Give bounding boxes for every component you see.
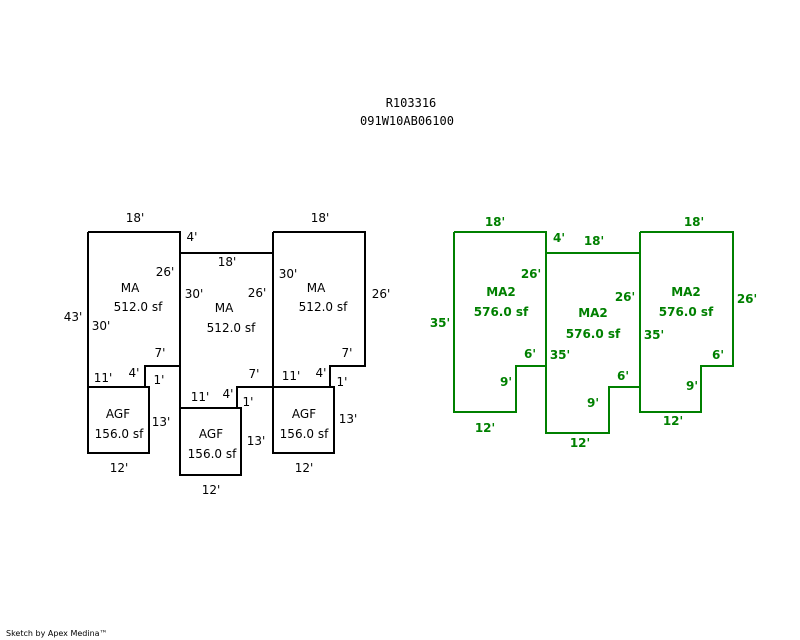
left-unit3-step-top-dim: 7': [342, 346, 353, 360]
right-unit2-ma2-area: 576.0 sf: [566, 327, 621, 341]
left-unit2-offset-dim: 4': [187, 230, 198, 244]
left-unit2-right-dim: 26': [248, 286, 267, 300]
left-unit3-ma-label: MA: [307, 281, 326, 295]
right-unit1-bottom-dim: 12': [475, 421, 495, 435]
right-unit2-offset-dim: 4': [553, 231, 565, 245]
right-unit3-left-dim: 35': [644, 328, 664, 342]
left-unit1-agf-outline: [87, 386, 150, 454]
left-unit3-left-dim: 30': [279, 267, 298, 281]
left-unit2-ma-label: MA: [215, 301, 234, 315]
left-unit2-agf-outline: [179, 407, 242, 476]
right-unit1-left-dim: 35': [430, 316, 450, 330]
left-unit3-garage-right-dim: 13': [339, 412, 358, 426]
right-unit2-step-top-dim: 6': [617, 369, 629, 383]
right-unit1-right-dim: 26': [521, 267, 541, 281]
right-unit1-ma2-area: 576.0 sf: [474, 305, 529, 319]
left-unit1-right-dim: 26': [156, 265, 175, 279]
left-unit3-step-side-dim: 4': [316, 366, 327, 380]
left-unit3-garage-top-dim: 11': [282, 369, 301, 383]
left-unit2-step-side-dim: 4': [223, 387, 234, 401]
parcel-id: R103316: [386, 96, 437, 110]
right-unit3-right-dim: 26': [737, 292, 757, 306]
left-unit3-step-small-dim: 1': [337, 375, 348, 389]
left-unit2-garage-right-dim: 13': [247, 434, 266, 448]
right-unit3-bottom-dim: 12': [663, 414, 683, 428]
left-unit2-ma-area: 512.0 sf: [207, 321, 256, 335]
left-unit3-top-dim: 18': [311, 211, 330, 225]
left-unit2-agf-label: AGF: [199, 427, 223, 441]
right-unit3-ma2-area: 576.0 sf: [659, 305, 714, 319]
left-unit1-garage-right-dim: 13': [152, 415, 171, 429]
right-unit3-ma2-label: MA2: [671, 285, 701, 299]
left-unit1-garage-bottom-dim: 12': [110, 461, 129, 475]
left-unit2-agf-area: 156.0 sf: [188, 447, 237, 461]
left-unit1-agf-label: AGF: [106, 407, 130, 421]
left-unit3-right-dim: 26': [372, 287, 391, 301]
left-unit3-ma-area: 512.0 sf: [299, 300, 348, 314]
right-sketch: 18' 35' 26' MA2 576.0 sf 6' 9' 12' 4' 18…: [430, 215, 757, 450]
left-unit2-garage-bottom-dim: 12': [202, 483, 221, 497]
right-unit3-ma2-outline: [639, 231, 734, 413]
left-unit3-agf-label: AGF: [292, 407, 316, 421]
right-unit1-step-side-dim: 9': [500, 375, 512, 389]
right-unit3-top-dim: 18': [684, 215, 704, 229]
left-unit1-left-dim: 43': [64, 310, 83, 324]
map-tax-lot: 091W10AB06100: [360, 114, 454, 128]
left-unit1-ma-label: MA: [121, 281, 140, 295]
left-unit2-garage-top-dim: 11': [191, 390, 210, 404]
left-unit1-ma-area: 512.0 sf: [114, 300, 163, 314]
left-unit2-step-small-dim: 1': [243, 395, 254, 409]
right-unit1-ma2-label: MA2: [486, 285, 516, 299]
right-unit2-bottom-dim: 12': [570, 436, 590, 450]
right-unit1-top-dim: 18': [485, 215, 505, 229]
left-unit3-agf-outline: [272, 386, 335, 454]
right-unit2-step-side-dim: 9': [587, 396, 599, 410]
left-unit1-step-side-dim: 4': [129, 366, 140, 380]
right-unit2-right-dim: 26': [615, 290, 635, 304]
left-unit1-top-dim: 18': [126, 211, 145, 225]
left-unit1-garage-top-dim: 11': [94, 371, 113, 385]
right-unit3-step-side-dim: 9': [686, 379, 698, 393]
left-unit2-top-dim: 18': [218, 255, 237, 269]
left-unit1-inner-left-dim: 30': [92, 319, 111, 333]
left-unit3-agf-area: 156.0 sf: [280, 427, 329, 441]
right-unit2-left-dim: 35': [550, 348, 570, 362]
right-unit2-top-dim: 18': [584, 234, 604, 248]
right-unit3-step-top-dim: 6': [712, 348, 724, 362]
left-unit2-step-top-dim: 7': [249, 367, 260, 381]
left-unit2-left-dim: 30': [185, 287, 204, 301]
right-unit1-step-top-dim: 6': [524, 347, 536, 361]
left-unit3-garage-bottom-dim: 12': [295, 461, 314, 475]
sketch-credit: Sketch by Apex Medina™: [6, 629, 108, 638]
left-unit1-step-small-dim: 1': [154, 373, 165, 387]
left-sketch: 18' 43' 26' 30' MA 512.0 sf 7' 4' 1' 11'…: [64, 211, 391, 497]
left-unit1-step-top-dim: 7': [155, 346, 166, 360]
right-unit1-ma2-outline: [453, 231, 547, 413]
left-unit1-agf-area: 156.0 sf: [95, 427, 144, 441]
right-unit2-ma2-label: MA2: [578, 306, 608, 320]
